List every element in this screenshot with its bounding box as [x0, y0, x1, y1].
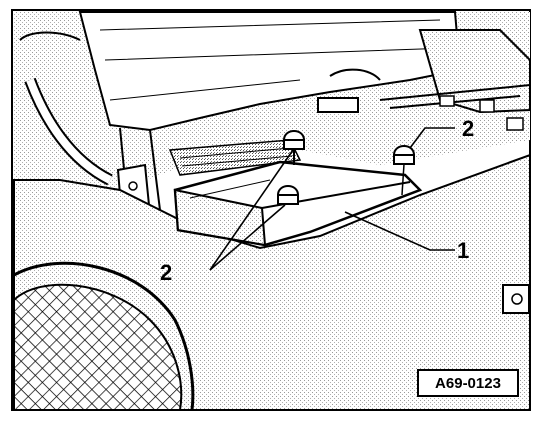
callout-1: 1: [457, 238, 469, 263]
reference-code: A69-0123: [435, 375, 501, 392]
callout-2-lower: 2: [160, 260, 172, 285]
callout-2-upper: 2: [462, 116, 474, 141]
nut-right: [392, 145, 416, 196]
wheel-mesh: [13, 261, 195, 411]
nut-lower-left: [276, 185, 300, 205]
nut-upper-left: [282, 130, 306, 165]
leader-lines: [209, 127, 455, 271]
reference-code-box: A69-0123: [417, 369, 519, 397]
